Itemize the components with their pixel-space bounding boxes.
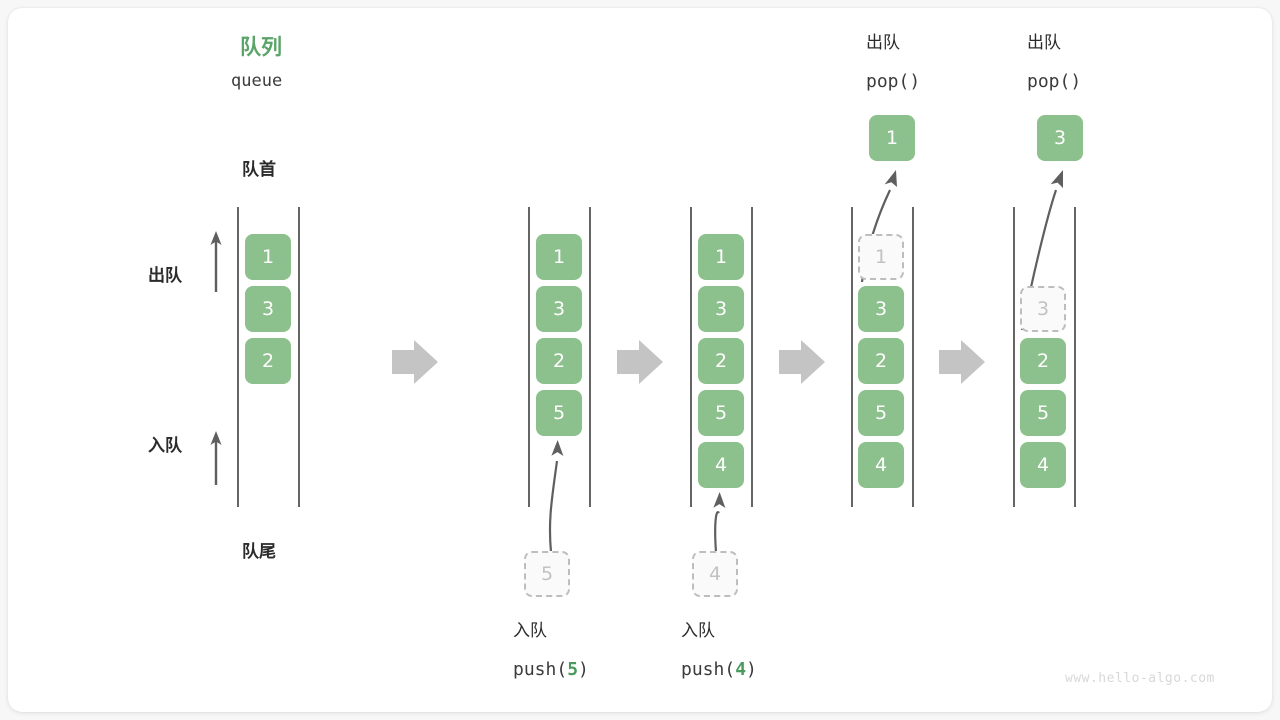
queue-cell: 1 [536, 234, 582, 280]
queue-cell: 4 [1020, 442, 1066, 488]
queue-rail-right [589, 207, 591, 507]
queue-cell: 1 [858, 234, 904, 280]
incoming-ghost-cell: 4 [692, 551, 738, 597]
queue-cell: 5 [1020, 390, 1066, 436]
pop-op-label: 出队 [866, 33, 900, 53]
watermark: www.hello-algo.com [1065, 671, 1215, 686]
queue-cell: 5 [536, 390, 582, 436]
queue-rail-right [1074, 207, 1076, 507]
queue-cell: 2 [245, 338, 291, 384]
push-op-code-prefix: push( [513, 659, 568, 680]
popped-cell: 1 [869, 115, 915, 161]
queue-cell: 3 [536, 286, 582, 332]
queue-cell: 3 [858, 286, 904, 332]
queue-cell: 3 [698, 286, 744, 332]
queue-cell: 4 [698, 442, 744, 488]
pop-op-code: pop() [866, 71, 921, 92]
queue-rail-left [1013, 207, 1015, 507]
push-op-label: 入队 [681, 621, 715, 641]
push-op-code-arg: 4 [735, 659, 747, 680]
push-op-label: 入队 [513, 621, 547, 641]
pop-op-code: pop() [1027, 71, 1082, 92]
queue-rail-right [298, 207, 300, 507]
queue-rail-left [690, 207, 692, 507]
queue-cell: 1 [698, 234, 744, 280]
queue-rail-left [851, 207, 853, 507]
push-op-code-prefix: push( [681, 659, 736, 680]
queue-rail-right [912, 207, 914, 507]
queue-cell: 5 [698, 390, 744, 436]
front-label: 队首 [242, 160, 276, 180]
rear-label: 队尾 [242, 542, 276, 562]
enqueue-label: 入队 [148, 436, 182, 456]
queue-cell: 1 [245, 234, 291, 280]
incoming-ghost-cell: 5 [524, 551, 570, 597]
queue-cell: 3 [1020, 286, 1066, 332]
push-op-code-suffix: ) [746, 659, 757, 680]
push-op-code-suffix: ) [578, 659, 589, 680]
push-op-code-arg: 5 [567, 659, 579, 680]
page-subtitle: queue [231, 71, 283, 91]
queue-cell: 4 [858, 442, 904, 488]
queue-cell: 2 [1020, 338, 1066, 384]
push-op-code: push(5) [513, 659, 589, 681]
diagram-card [8, 8, 1272, 712]
queue-rail-left [528, 207, 530, 507]
queue-cell: 3 [245, 286, 291, 332]
dequeue-label: 出队 [148, 266, 182, 286]
page-title: 队列 [240, 35, 282, 59]
pop-op-label: 出队 [1027, 33, 1061, 53]
queue-cell: 2 [698, 338, 744, 384]
queue-cell: 5 [858, 390, 904, 436]
queue-cell: 2 [536, 338, 582, 384]
popped-cell: 3 [1037, 115, 1083, 161]
queue-cell: 2 [858, 338, 904, 384]
push-op-code: push(4) [681, 659, 757, 681]
queue-rail-right [751, 207, 753, 507]
queue-rail-left [237, 207, 239, 507]
